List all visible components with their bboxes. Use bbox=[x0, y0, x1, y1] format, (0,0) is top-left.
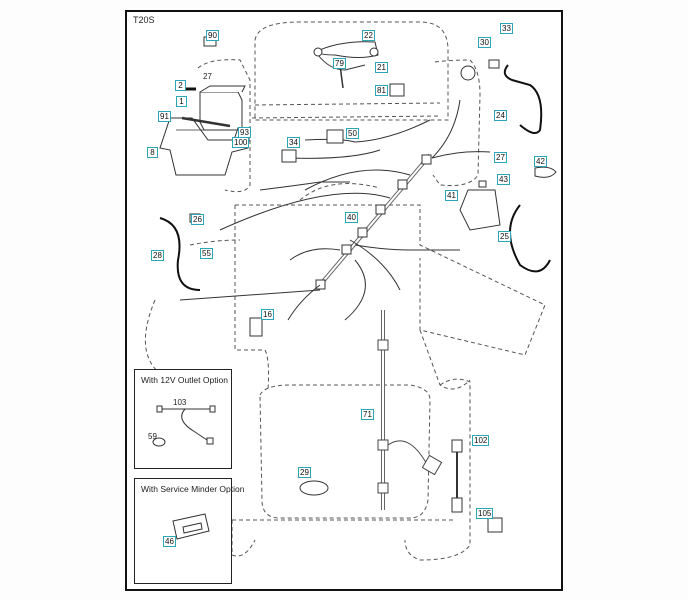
callout-55[interactable]: 55 bbox=[200, 248, 213, 259]
callout-25[interactable]: 25 bbox=[498, 231, 511, 242]
callout-81[interactable]: 81 bbox=[375, 85, 388, 96]
callout-24[interactable]: 24 bbox=[494, 110, 507, 121]
engine-harness bbox=[377, 310, 443, 510]
callout-43[interactable]: 43 bbox=[497, 174, 510, 185]
cable-24-shape bbox=[503, 64, 543, 135]
callout-46[interactable]: 46 bbox=[163, 536, 176, 547]
callout-16[interactable]: 16 bbox=[261, 309, 274, 320]
safety-switch-shape bbox=[451, 439, 463, 453]
headlight-harness-group bbox=[313, 41, 405, 97]
ignition-switch-shape bbox=[460, 65, 476, 81]
inset-service-minder-title: With Service Minder Option bbox=[141, 484, 245, 494]
callout-33[interactable]: 33 bbox=[500, 23, 513, 34]
callout-42[interactable]: 42 bbox=[534, 156, 547, 167]
chassis-outline-dashed bbox=[144, 21, 546, 561]
callout-100[interactable]: 100 bbox=[232, 137, 250, 148]
callout-79[interactable]: 79 bbox=[333, 58, 346, 69]
callout-102[interactable]: 102 bbox=[472, 435, 490, 446]
pto-switch-shape bbox=[487, 517, 503, 533]
seat-switch-shape bbox=[249, 317, 263, 337]
callout-28[interactable]: 28 bbox=[151, 250, 164, 261]
callout-26[interactable]: 26 bbox=[191, 214, 204, 225]
callout-90[interactable]: 90 bbox=[206, 30, 219, 41]
inset-12v-outlet-title: With 12V Outlet Option bbox=[141, 375, 228, 385]
label-59: 59 bbox=[148, 432, 157, 441]
label-27: 27 bbox=[203, 72, 212, 81]
callout-30[interactable]: 30 bbox=[478, 37, 491, 48]
callout-40[interactable]: 40 bbox=[345, 212, 358, 223]
battery-tray-shape bbox=[159, 117, 251, 176]
service-minder-drawing bbox=[172, 513, 210, 540]
callout-22[interactable]: 22 bbox=[362, 30, 375, 41]
small-parts bbox=[189, 59, 557, 533]
callout-29[interactable]: 29 bbox=[298, 467, 311, 478]
battery-group bbox=[159, 36, 251, 176]
callout-1[interactable]: 1 bbox=[176, 96, 187, 107]
callout-34[interactable]: 34 bbox=[287, 137, 300, 148]
inset-service-minder: With Service Minder Option 46 bbox=[134, 478, 244, 584]
callout-71[interactable]: 71 bbox=[361, 409, 374, 420]
battery-strap-shape bbox=[181, 116, 231, 128]
main-harness bbox=[179, 99, 491, 321]
solenoid-shape bbox=[459, 189, 501, 231]
callout-27[interactable]: 27 bbox=[494, 152, 507, 163]
callout-50[interactable]: 50 bbox=[346, 128, 359, 139]
callout-91[interactable]: 91 bbox=[158, 111, 171, 122]
cable-28-shape bbox=[159, 217, 201, 291]
diagram-title: T20S bbox=[133, 15, 155, 25]
outlet-harness-drawing bbox=[152, 405, 216, 447]
callout-41[interactable]: 41 bbox=[445, 190, 458, 201]
callout-105[interactable]: 105 bbox=[476, 508, 494, 519]
callout-2[interactable]: 2 bbox=[175, 80, 186, 91]
module-shape bbox=[326, 129, 344, 144]
fuse-holder-shape bbox=[281, 149, 297, 163]
key-shape bbox=[488, 59, 500, 69]
cable-25-shape bbox=[509, 204, 551, 273]
inset-12v-outlet: With 12V Outlet Option 103 59 bbox=[134, 369, 232, 469]
callout-8[interactable]: 8 bbox=[147, 147, 158, 158]
callout-21[interactable]: 21 bbox=[375, 62, 388, 73]
cables bbox=[159, 64, 551, 291]
label-103: 103 bbox=[173, 398, 187, 407]
light-switch-shape bbox=[299, 480, 329, 496]
boot-shape bbox=[534, 166, 557, 178]
safety-switch-bottom bbox=[451, 497, 463, 513]
